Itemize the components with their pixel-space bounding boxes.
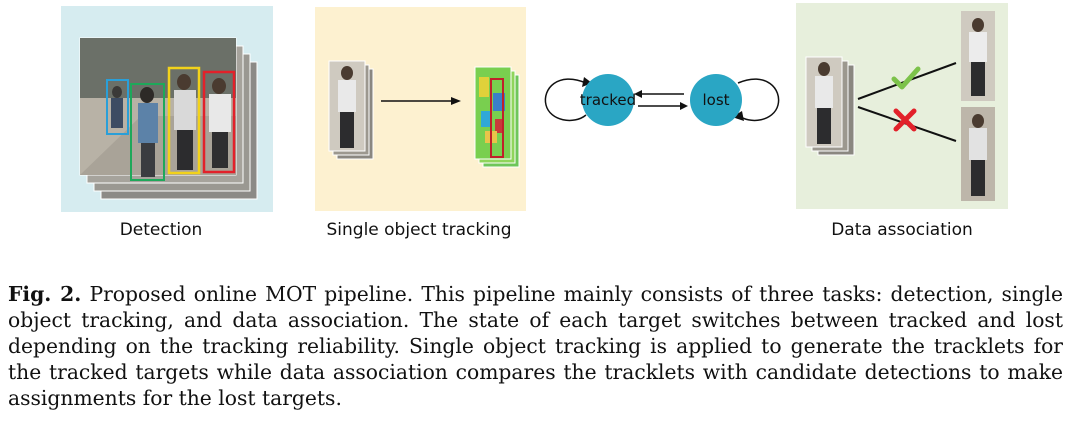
sot-panel — [315, 7, 526, 211]
accept-check-icon — [891, 66, 921, 90]
sot-illustration — [315, 7, 526, 211]
response-map-stack — [474, 66, 520, 168]
tracked-state — [582, 74, 634, 126]
state-diagram-svg: tracked lost — [544, 74, 780, 126]
lost-state — [690, 74, 742, 126]
detection-panel — [61, 6, 273, 212]
box-green — [130, 83, 165, 181]
association-illustration — [796, 3, 1008, 209]
tracked-state-label: tracked — [580, 91, 636, 109]
association-tracklet-stack — [805, 56, 855, 156]
box-red — [202, 70, 236, 174]
caption-text: Proposed online MOT pipeline. This pipel… — [8, 282, 1063, 410]
tracked-self-loop — [544, 78, 587, 122]
detection-label: Detection — [119, 220, 203, 240]
tracklet-stack — [328, 60, 374, 160]
candidate-detection-bottom — [961, 107, 995, 201]
association-label: Data association — [831, 220, 973, 240]
detection-illustration — [61, 6, 273, 212]
association-panel — [796, 3, 1008, 209]
sot-arrow-icon — [381, 97, 461, 105]
lost-state-label: lost — [702, 91, 729, 109]
box-yellow — [167, 66, 201, 175]
tracked-box — [490, 78, 504, 158]
lost-self-loop — [737, 78, 780, 122]
box-blue — [106, 79, 129, 135]
figure-caption: Fig. 2. Proposed online MOT pipeline. Th… — [8, 281, 1063, 411]
reject-cross-icon — [893, 108, 917, 132]
detection-boxes — [106, 66, 236, 181]
pedestrians — [111, 74, 231, 177]
sot-label: Single object tracking — [326, 220, 512, 240]
state-diagram: tracked lost — [538, 55, 788, 145]
candidate-detection-top — [961, 11, 995, 101]
caption-label: Fig. 2. — [8, 282, 82, 306]
